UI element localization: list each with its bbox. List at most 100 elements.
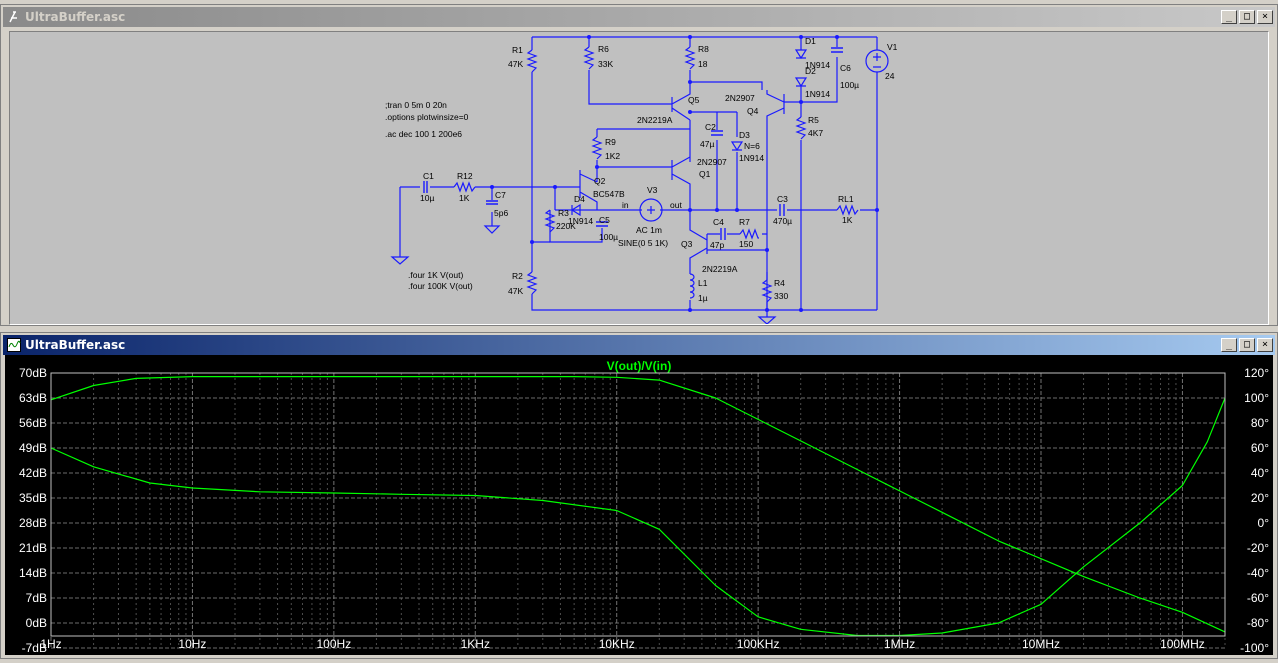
value-q5: 2N2219A <box>637 115 673 125</box>
close-button[interactable]: × <box>1257 338 1273 352</box>
bode-plot: V(out)/V(in) 70dB63dB56dB49dB42dB35dB28d… <box>19 359 1269 655</box>
label-r2: R2 <box>512 271 523 281</box>
x-tick-label: 100MHz <box>1160 637 1205 651</box>
y-right-tick-label: 40° <box>1251 466 1269 480</box>
y-right-tick-label: -60° <box>1247 591 1269 605</box>
plot-grid <box>50 372 1226 649</box>
label-c2: C2 <box>705 122 716 132</box>
y-left-tick-label: 49dB <box>19 441 47 455</box>
value-r4: 330 <box>774 291 788 301</box>
directive-four-1k[interactable]: .four 1K V(out) <box>408 270 463 280</box>
label-c6: C6 <box>840 63 851 73</box>
label-r1: R1 <box>512 45 523 55</box>
y-right-tick-label: 80° <box>1251 416 1269 430</box>
value-c5: 100µ <box>599 232 618 242</box>
x-tick-label: 1Hz <box>40 637 61 651</box>
schematic-titlebar[interactable]: UltraBuffer.asc _ □ × <box>3 7 1275 27</box>
value-v3-ac: AC 1m <box>636 225 662 235</box>
value-r9: 1K2 <box>605 151 620 161</box>
value-r8: 18 <box>698 59 708 69</box>
x-tick-label: 10Hz <box>178 637 206 651</box>
label-r12: R12 <box>457 171 473 181</box>
value-r2: 47K <box>508 286 523 296</box>
y-right-tick-label: 20° <box>1251 491 1269 505</box>
y-right-tick-label: -100° <box>1240 641 1269 655</box>
schematic-resistors <box>453 46 859 303</box>
x-tick-label: 100Hz <box>317 637 352 651</box>
schematic-title: UltraBuffer.asc <box>25 10 126 24</box>
y-left-tick-label: 21dB <box>19 541 47 555</box>
label-c4: C4 <box>713 217 724 227</box>
minimize-button[interactable]: _ <box>1221 338 1237 352</box>
x-tick-label: 100KHz <box>737 637 780 651</box>
y-right-ticks: 120° 100° 80° 60° 40° 20° 0° -20° -40° -60° -80° -1… <box>1240 366 1269 655</box>
label-d1: D1 <box>805 36 816 46</box>
y-left-tick-label: -7dB <box>22 641 47 655</box>
plot-titlebar[interactable]: UltraBuffer.asc _ □ × <box>3 335 1275 355</box>
value-r7: 150 <box>739 239 753 249</box>
y-right-tick-label: 100° <box>1244 391 1269 405</box>
value-r1: 47K <box>508 59 523 69</box>
trace-label[interactable]: V(out)/V(in) <box>607 359 672 373</box>
directive-four-100k[interactable]: .four 100K V(out) <box>408 281 473 291</box>
plot-traces <box>50 376 1226 637</box>
label-c5: C5 <box>599 215 610 225</box>
label-r6: R6 <box>598 44 609 54</box>
value-c4: 47p <box>710 240 724 250</box>
net-in: in <box>622 200 629 210</box>
label-q4: Q4 <box>747 106 759 116</box>
schematic-diodes <box>570 49 808 217</box>
label-v3: V3 <box>647 185 658 195</box>
value-r3: 220K <box>556 221 576 231</box>
y-right-tick-label: 0° <box>1258 516 1270 530</box>
value-d4: 1N914 <box>568 216 593 226</box>
minimize-button[interactable]: _ <box>1221 10 1237 24</box>
label-l1: L1 <box>698 278 708 288</box>
schematic-wires <box>399 36 878 317</box>
label-c3: C3 <box>777 194 788 204</box>
schematic-canvas[interactable]: ;tran 0 5m 0 20n .options plotwinsize=0 … <box>9 31 1269 325</box>
label-q5: Q5 <box>688 95 700 105</box>
value-c6: 100µ <box>840 80 859 90</box>
label-r7: R7 <box>739 217 750 227</box>
value-q4: 2N2907 <box>725 93 755 103</box>
schematic-junctions <box>490 35 879 312</box>
maximize-button[interactable]: □ <box>1239 10 1255 24</box>
y-right-tick-label: -40° <box>1247 566 1269 580</box>
value-q3: 2N2219A <box>702 264 738 274</box>
directive-tran[interactable]: ;tran 0 5m 0 20n <box>385 100 447 110</box>
label-d2: D2 <box>805 66 816 76</box>
y-left-tick-label: 0dB <box>26 616 47 630</box>
y-left-tick-label: 35dB <box>19 491 47 505</box>
y-right-tick-label: -80° <box>1247 616 1269 630</box>
value-r6: 33K <box>598 59 613 69</box>
label-c7: C7 <box>495 190 506 200</box>
value-rl1: 1K <box>842 215 853 225</box>
plot-title: UltraBuffer.asc <box>25 338 126 352</box>
maximize-button[interactable]: □ <box>1239 338 1255 352</box>
directive-ac[interactable]: .ac dec 100 1 200e6 <box>385 129 462 139</box>
label-d4: D4 <box>574 194 585 204</box>
value-c7: 5p6 <box>494 208 508 218</box>
y-right-tick-label: 60° <box>1251 441 1269 455</box>
schematic-grounds <box>390 225 777 325</box>
y-left-tick-label: 42dB <box>19 466 47 480</box>
value-c1: 10µ <box>420 193 434 203</box>
value-v3-sine: SINE(0 5 1K) <box>618 238 668 248</box>
y-left-tick-label: 28dB <box>19 516 47 530</box>
directive-options[interactable]: .options plotwinsize=0 <box>385 112 469 122</box>
label-q2: Q2 <box>594 176 606 186</box>
y-right-tick-label: -20° <box>1247 541 1269 555</box>
y-left-tick-label: 63dB <box>19 391 47 405</box>
value-d1: 1N914 <box>805 60 830 70</box>
label-r8: R8 <box>698 44 709 54</box>
x-tick-label: 1KHz <box>461 637 490 651</box>
schematic-window[interactable]: UltraBuffer.asc _ □ × <box>0 4 1278 326</box>
value-r12: 1K <box>459 193 470 203</box>
close-button[interactable]: × <box>1257 10 1273 24</box>
value-q2: BC547B <box>593 189 625 199</box>
y-right-tick-label: 120° <box>1244 366 1269 380</box>
